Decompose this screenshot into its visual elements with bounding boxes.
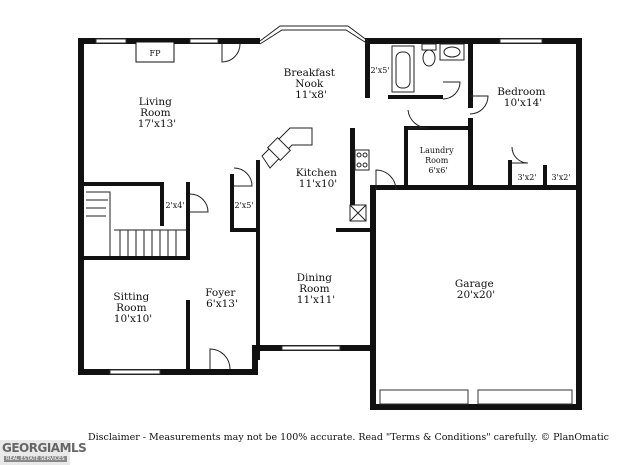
label-laundry-room: Laundry Room 6'x6' xyxy=(420,146,456,175)
logo-sub-text: REAL ESTATE SERVICES xyxy=(4,456,67,462)
label-fp: FP xyxy=(150,49,162,58)
label-dining-room: Dining Room 11'x11' xyxy=(297,272,336,306)
walls xyxy=(78,38,582,410)
label-closet-foyer: 2'x5' xyxy=(234,201,253,210)
label-breakfast-nook: Breakfast Nook 11'x8' xyxy=(284,67,339,101)
logo-main-text: GEORGIAMLS xyxy=(2,441,87,455)
label-closet-stair: 2'x4' xyxy=(165,201,184,210)
doors xyxy=(189,43,529,370)
windows xyxy=(95,38,573,405)
floor-plan: FP Living Room 17'x13' Breakfast Nook 11… xyxy=(78,25,582,410)
kitchen-fixtures xyxy=(261,127,370,222)
disclaimer-text: Disclaimer - Measurements may not be 100… xyxy=(88,432,609,443)
label-sitting-room: Sitting Room 10'x10' xyxy=(113,291,152,325)
label-closet-b: 3'x2' xyxy=(551,173,570,182)
label-bedroom: Bedroom 10'x14' xyxy=(497,86,549,109)
label-living-room: Living Room 17'x13' xyxy=(138,96,176,130)
bathroom-fixtures xyxy=(391,43,465,93)
label-closet-a: 3'x2' xyxy=(517,173,536,182)
fireplace xyxy=(135,41,175,63)
georgia-mls-logo: GEORGIAMLS REAL ESTATE SERVICES xyxy=(0,440,87,465)
staircase xyxy=(86,191,186,256)
bay-window xyxy=(259,25,369,45)
label-foyer: Foyer 6'x13' xyxy=(205,287,239,310)
label-closet-bath: 2'x5' xyxy=(370,66,389,75)
room-labels: FP Living Room 17'x13' Breakfast Nook 11… xyxy=(113,49,570,325)
label-garage: Garage 20'x20' xyxy=(455,278,497,301)
label-kitchen: Kitchen 11'x10' xyxy=(296,167,340,190)
